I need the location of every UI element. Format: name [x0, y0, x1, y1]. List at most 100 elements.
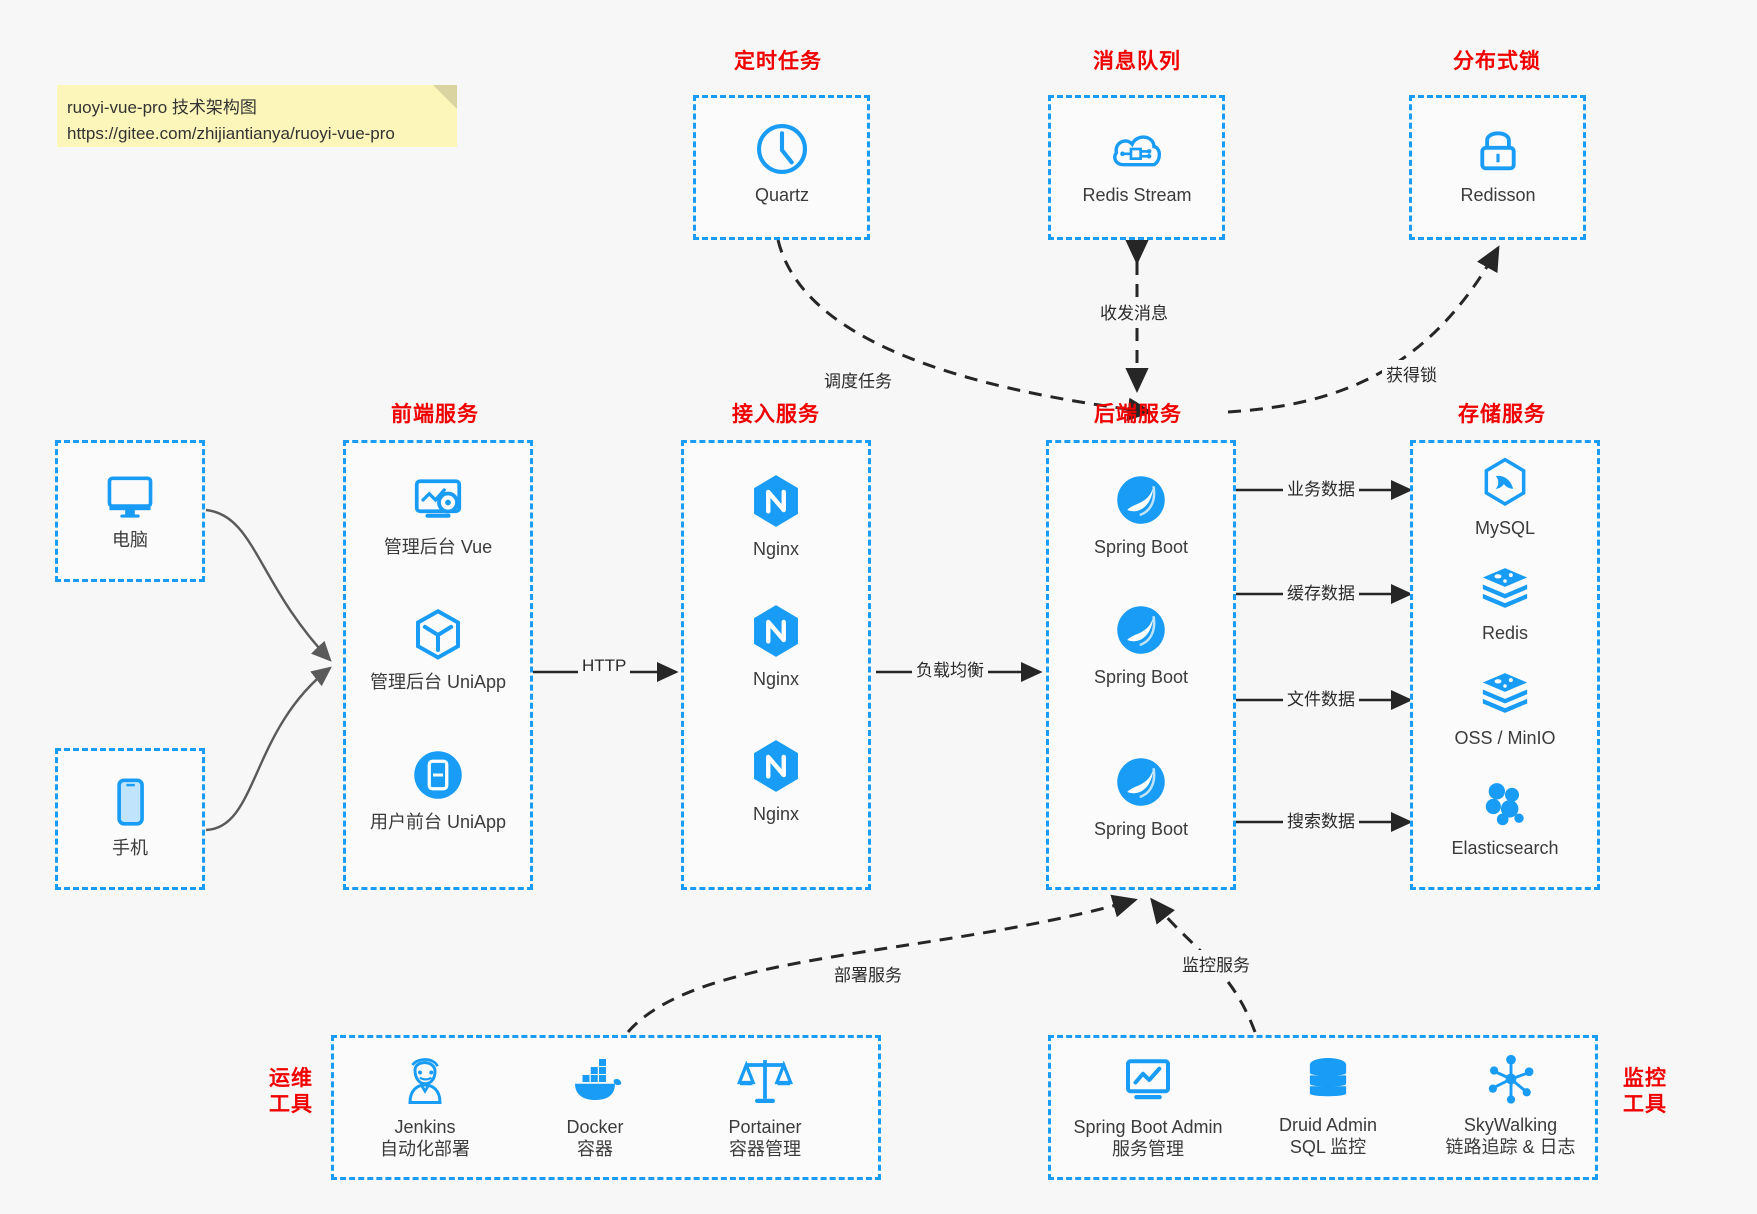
- node-label: 手机: [112, 838, 148, 858]
- group-title-frontend: 前端服务: [391, 403, 479, 426]
- spring-boot-icon: [1117, 476, 1165, 524]
- node-label: 电脑: [112, 530, 148, 550]
- group-title-storage: 存储服务: [1458, 403, 1546, 426]
- node-label: Redis: [1481, 623, 1529, 643]
- group-title-devops-line2: 工具: [269, 1093, 313, 1117]
- node-sublabel: 服务管理: [1112, 1138, 1184, 1159]
- node-spring-boot-admin[interactable]: Spring Boot Admin 服务管理: [1053, 1050, 1243, 1161]
- node-sublabel: 容器管理: [729, 1138, 801, 1159]
- edge-label-load-balance: 负载均衡: [912, 655, 988, 682]
- node-desktop[interactable]: 电脑: [80, 465, 180, 552]
- edge-label-cache-data: 缓存数据: [1283, 578, 1359, 605]
- node-label: 管理后台 UniApp: [369, 672, 507, 692]
- edge-label-file-data: 文件数据: [1283, 684, 1359, 711]
- node-spring-boot-2[interactable]: Spring Boot: [1061, 600, 1221, 689]
- node-spring-boot-1[interactable]: Spring Boot: [1061, 470, 1221, 559]
- group-title-monitoring: 监控 工具: [1612, 1066, 1678, 1119]
- group-title-gateway: 接入服务: [732, 403, 820, 426]
- node-label: OSS / MinIO: [1454, 728, 1556, 748]
- group-title-scheduler: 定时任务: [734, 50, 822, 73]
- group-title-monitoring-line1: 监控: [1623, 1067, 1667, 1090]
- note-folded-corner: [433, 85, 457, 109]
- node-label: MySQL: [1474, 518, 1535, 538]
- nginx-icon: [754, 740, 798, 792]
- mobile-icon: [117, 778, 144, 826]
- node-admin-uniapp[interactable]: 管理后台 UniApp: [358, 605, 518, 694]
- node-label: 管理后台 Vue: [383, 537, 493, 557]
- node-oss-minio[interactable]: OSS / MinIO: [1425, 665, 1585, 750]
- node-label: SkyWalking: [1463, 1115, 1558, 1135]
- node-spring-boot-3[interactable]: Spring Boot: [1061, 752, 1221, 841]
- note-line-2: https://gitee.com/zhijiantianya/ruoyi-vu…: [67, 124, 395, 144]
- node-label: Nginx: [752, 669, 800, 689]
- skywalking-node-icon: [1488, 1054, 1533, 1104]
- node-sublabel: 自动化部署: [380, 1138, 470, 1159]
- node-redis-stream[interactable]: Redis Stream: [1078, 120, 1196, 207]
- node-label: Jenkins: [394, 1117, 456, 1137]
- node-nginx-1[interactable]: Nginx: [706, 470, 846, 561]
- group-title-mq: 消息队列: [1093, 50, 1181, 73]
- node-docker[interactable]: Docker 容器: [525, 1050, 665, 1161]
- node-elasticsearch[interactable]: Elasticsearch: [1425, 775, 1585, 860]
- node-sublabel: SQL 监控: [1289, 1136, 1367, 1157]
- docker-whale-icon: [575, 1059, 622, 1100]
- scales-icon: [736, 1060, 794, 1103]
- node-mobile[interactable]: 手机: [80, 773, 180, 860]
- group-title-devops: 运维 工具: [258, 1066, 324, 1119]
- redis-stack-icon: [1482, 673, 1528, 713]
- node-label: Nginx: [752, 804, 800, 824]
- node-sublabel: 链路追踪 & 日志: [1445, 1136, 1576, 1157]
- node-quartz[interactable]: Quartz: [723, 120, 841, 207]
- node-label: Docker: [566, 1117, 624, 1137]
- node-label: Druid Admin: [1278, 1115, 1378, 1135]
- edge-label-monitor-service: 监控服务: [1178, 950, 1254, 977]
- note-line-1: ruoyi-vue-pro 技术架构图: [67, 98, 257, 117]
- hexagon-cube-icon: [416, 608, 460, 660]
- dashboard-gear-icon: [414, 479, 462, 518]
- padlock-icon: [1480, 131, 1516, 171]
- node-portainer[interactable]: Portainer 容器管理: [695, 1050, 835, 1161]
- node-skywalking[interactable]: SkyWalking 链路追踪 & 日志: [1423, 1050, 1598, 1159]
- node-jenkins[interactable]: Jenkins 自动化部署: [355, 1050, 495, 1161]
- node-redisson[interactable]: Redisson: [1439, 120, 1557, 207]
- desktop-icon: [107, 476, 153, 518]
- node-label: Redisson: [1460, 185, 1536, 205]
- group-box-scheduler: [693, 95, 870, 240]
- node-label: Elasticsearch: [1451, 838, 1559, 858]
- edge-label-business-data: 业务数据: [1283, 474, 1359, 501]
- group-box-gateway: [681, 440, 871, 890]
- node-user-uniapp[interactable]: 用户前台 UniApp: [358, 745, 518, 834]
- node-nginx-3[interactable]: Nginx: [706, 735, 846, 826]
- spring-boot-icon: [1117, 606, 1165, 654]
- node-nginx-2[interactable]: Nginx: [706, 600, 846, 691]
- redis-stack-icon: [1482, 568, 1528, 608]
- node-label: Spring Boot: [1093, 537, 1189, 557]
- group-box-storage: [1410, 440, 1600, 890]
- node-redis[interactable]: Redis: [1425, 560, 1585, 645]
- node-label: Redis Stream: [1082, 185, 1192, 205]
- node-admin-vue[interactable]: 管理后台 Vue: [358, 470, 518, 559]
- node-mysql[interactable]: MySQL: [1425, 455, 1585, 540]
- nginx-icon: [754, 605, 798, 657]
- elasticsearch-icon: [1485, 783, 1524, 826]
- clock-icon: [756, 123, 808, 175]
- jenkins-butler-icon: [408, 1058, 442, 1104]
- monitor-chart-icon: [1126, 1059, 1170, 1100]
- node-label: 用户前台 UniApp: [369, 812, 507, 832]
- node-label: Nginx: [752, 539, 800, 559]
- node-label: Quartz: [754, 185, 810, 205]
- node-label: Spring Boot: [1093, 667, 1189, 687]
- group-title-backend: 后端服务: [1094, 403, 1182, 426]
- group-box-mq: [1048, 95, 1225, 240]
- edge-label-deploy-service: 部署服务: [830, 960, 906, 987]
- node-label: Portainer: [728, 1117, 802, 1137]
- node-label: Spring Boot Admin: [1073, 1117, 1223, 1137]
- node-label: Spring Boot: [1093, 819, 1189, 839]
- mysql-dolphin-icon: [1484, 457, 1526, 507]
- nginx-icon: [754, 475, 798, 527]
- node-druid-admin[interactable]: Druid Admin SQL 监控: [1253, 1050, 1403, 1159]
- group-title-monitoring-line2: 工具: [1623, 1093, 1667, 1117]
- edge-label-search-data: 搜索数据: [1283, 806, 1359, 833]
- group-title-lock: 分布式锁: [1453, 50, 1541, 73]
- spring-boot-icon: [1117, 758, 1165, 806]
